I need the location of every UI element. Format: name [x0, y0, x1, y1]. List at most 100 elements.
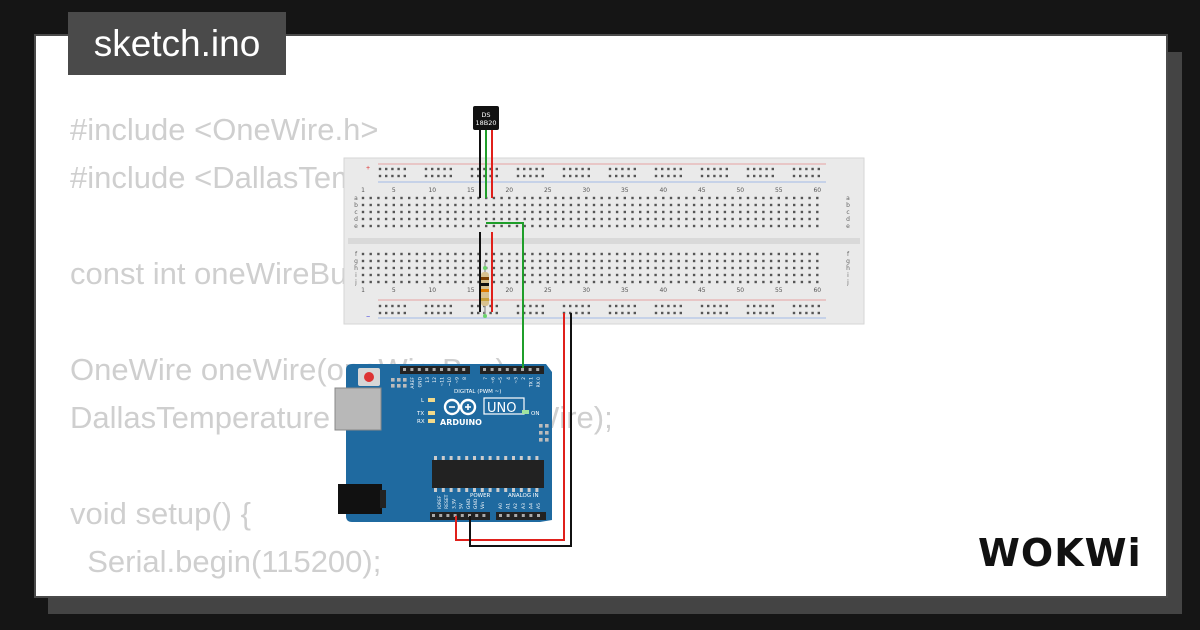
rail-hole[interactable]: [449, 167, 452, 171]
header-pin[interactable]: [521, 368, 524, 371]
rail-hole[interactable]: [792, 311, 796, 315]
breadboard-hole[interactable]: [731, 252, 734, 256]
header-pin[interactable]: [513, 368, 517, 371]
breadboard-hole[interactable]: [631, 224, 634, 228]
breadboard-hole[interactable]: [377, 224, 380, 228]
header-pin[interactable]: [460, 514, 464, 517]
rail-hole[interactable]: [817, 174, 820, 178]
breadboard-hole[interactable]: [816, 273, 819, 277]
breadboard-hole[interactable]: [392, 252, 395, 256]
breadboard-hole[interactable]: [377, 210, 380, 214]
breadboard-hole[interactable]: [562, 273, 565, 277]
breadboard-hole[interactable]: [685, 266, 688, 270]
breadboard-hole[interactable]: [677, 252, 680, 256]
breadboard-hole[interactable]: [608, 280, 611, 284]
breadboard-hole[interactable]: [431, 224, 434, 228]
rail-hole[interactable]: [523, 311, 526, 315]
breadboard-hole[interactable]: [554, 203, 557, 207]
rail-hole[interactable]: [443, 304, 446, 308]
breadboard-hole[interactable]: [477, 273, 480, 277]
breadboard-hole[interactable]: [754, 217, 757, 221]
breadboard-hole[interactable]: [469, 196, 472, 200]
rail-hole[interactable]: [535, 174, 538, 178]
breadboard-hole[interactable]: [562, 259, 565, 263]
rail-hole[interactable]: [529, 311, 532, 315]
breadboard-hole[interactable]: [592, 280, 596, 284]
breadboard-hole[interactable]: [377, 252, 380, 256]
rail-hole[interactable]: [477, 174, 480, 178]
breadboard-hole[interactable]: [446, 280, 449, 284]
breadboard-hole[interactable]: [608, 217, 611, 221]
breadboard-hole[interactable]: [438, 259, 442, 263]
breadboard-hole[interactable]: [777, 280, 780, 284]
breadboard-hole[interactable]: [623, 196, 626, 200]
rail-hole[interactable]: [403, 174, 406, 178]
breadboard-hole[interactable]: [608, 224, 611, 228]
breadboard-hole[interactable]: [692, 196, 696, 200]
breadboard-hole[interactable]: [469, 252, 472, 256]
rail-hole[interactable]: [679, 304, 682, 308]
breadboard-hole[interactable]: [415, 280, 419, 284]
rail-hole[interactable]: [403, 311, 406, 315]
breadboard-hole[interactable]: [469, 280, 472, 284]
rail-hole[interactable]: [811, 304, 814, 308]
breadboard-hole[interactable]: [777, 203, 780, 207]
rail-hole[interactable]: [443, 174, 446, 178]
rail-hole[interactable]: [378, 311, 382, 315]
breadboard-hole[interactable]: [639, 280, 642, 284]
breadboard-hole[interactable]: [554, 273, 557, 277]
rail-hole[interactable]: [477, 304, 480, 308]
breadboard-hole[interactable]: [515, 210, 519, 214]
breadboard-hole[interactable]: [408, 252, 411, 256]
breadboard-hole[interactable]: [769, 210, 773, 214]
breadboard-hole[interactable]: [531, 252, 534, 256]
breadboard-hole[interactable]: [700, 252, 703, 256]
breadboard-hole[interactable]: [739, 224, 742, 228]
breadboard-hole[interactable]: [615, 259, 619, 263]
power-header[interactable]: [430, 512, 490, 520]
header-pin[interactable]: [462, 368, 466, 371]
resistor[interactable]: [481, 262, 489, 318]
breadboard-hole[interactable]: [369, 217, 372, 221]
rail-hole[interactable]: [541, 167, 544, 171]
rail-hole[interactable]: [470, 304, 474, 308]
rail-hole[interactable]: [792, 304, 796, 308]
breadboard-hole[interactable]: [554, 217, 557, 221]
rail-hole[interactable]: [621, 174, 624, 178]
breadboard-hole[interactable]: [569, 259, 573, 263]
breadboard-hole[interactable]: [685, 210, 688, 214]
breadboard-hole[interactable]: [546, 196, 549, 200]
breadboard-hole[interactable]: [400, 210, 403, 214]
breadboard-hole[interactable]: [461, 210, 465, 214]
rail-hole[interactable]: [431, 167, 434, 171]
breadboard-hole[interactable]: [477, 196, 480, 200]
rail-hole[interactable]: [615, 167, 618, 171]
rail-hole[interactable]: [667, 311, 670, 315]
breadboard-hole[interactable]: [700, 273, 703, 277]
breadboard-hole[interactable]: [754, 210, 757, 214]
breadboard-hole[interactable]: [492, 203, 496, 207]
rail-hole[interactable]: [713, 167, 716, 171]
breadboard-hole[interactable]: [631, 196, 634, 200]
breadboard-hole[interactable]: [523, 196, 526, 200]
breadboard-hole[interactable]: [777, 259, 780, 263]
breadboard-hole[interactable]: [700, 280, 703, 284]
breadboard-hole[interactable]: [592, 252, 596, 256]
breadboard-hole[interactable]: [585, 210, 588, 214]
breadboard-hole[interactable]: [723, 273, 727, 277]
breadboard-hole[interactable]: [523, 280, 526, 284]
header-pin[interactable]: [417, 368, 421, 371]
breadboard-hole[interactable]: [654, 210, 657, 214]
rail-hole[interactable]: [759, 304, 762, 308]
breadboard-hole[interactable]: [361, 196, 365, 200]
breadboard-hole[interactable]: [746, 224, 750, 228]
breadboard-hole[interactable]: [361, 273, 365, 277]
breadboard-hole[interactable]: [384, 224, 388, 228]
rail-hole[interactable]: [700, 304, 704, 308]
rail-hole[interactable]: [792, 167, 796, 171]
rail-hole[interactable]: [799, 167, 802, 171]
breadboard-hole[interactable]: [408, 224, 411, 228]
breadboard-hole[interactable]: [808, 224, 811, 228]
